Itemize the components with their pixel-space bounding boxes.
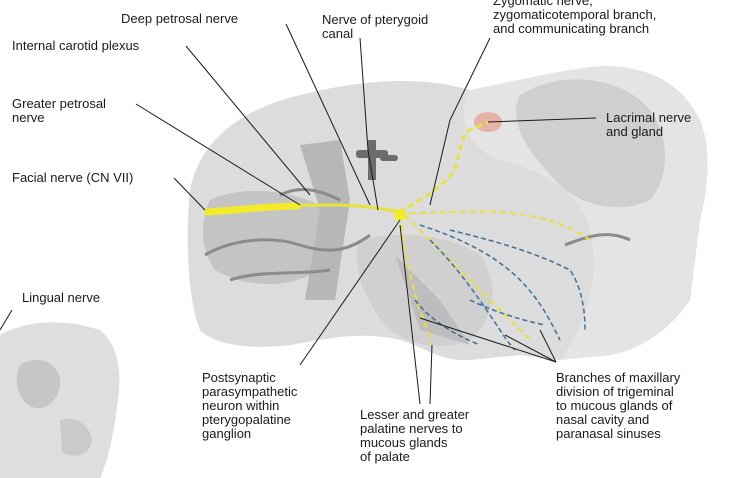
label-facial-nerve: Facial nerve (CN VII) bbox=[12, 171, 133, 185]
label-nerve-of-pterygoid-canal: Nerve of pterygoid canal bbox=[322, 13, 428, 41]
label-zygomatic-nerve: Zygomatic nerve, zygomaticotemporal bran… bbox=[493, 0, 656, 36]
label-internal-carotid-plexus: Internal carotid plexus bbox=[12, 39, 139, 53]
label-greater-petrosal-nerve: Greater petrosal nerve bbox=[12, 97, 106, 125]
label-maxillary-branches: Branches of maxillary division of trigem… bbox=[556, 371, 680, 441]
label-lacrimal-nerve-and-gland: Lacrimal nerve and gland bbox=[606, 111, 691, 139]
label-lingual-nerve: Lingual nerve bbox=[22, 291, 100, 305]
label-palatine-nerves: Lesser and greater palatine nerves to mu… bbox=[360, 408, 469, 464]
label-deep-petrosal-nerve: Deep petrosal nerve bbox=[121, 12, 238, 26]
label-postsynaptic-neuron: Postsynaptic parasympathetic neuron with… bbox=[202, 371, 297, 441]
